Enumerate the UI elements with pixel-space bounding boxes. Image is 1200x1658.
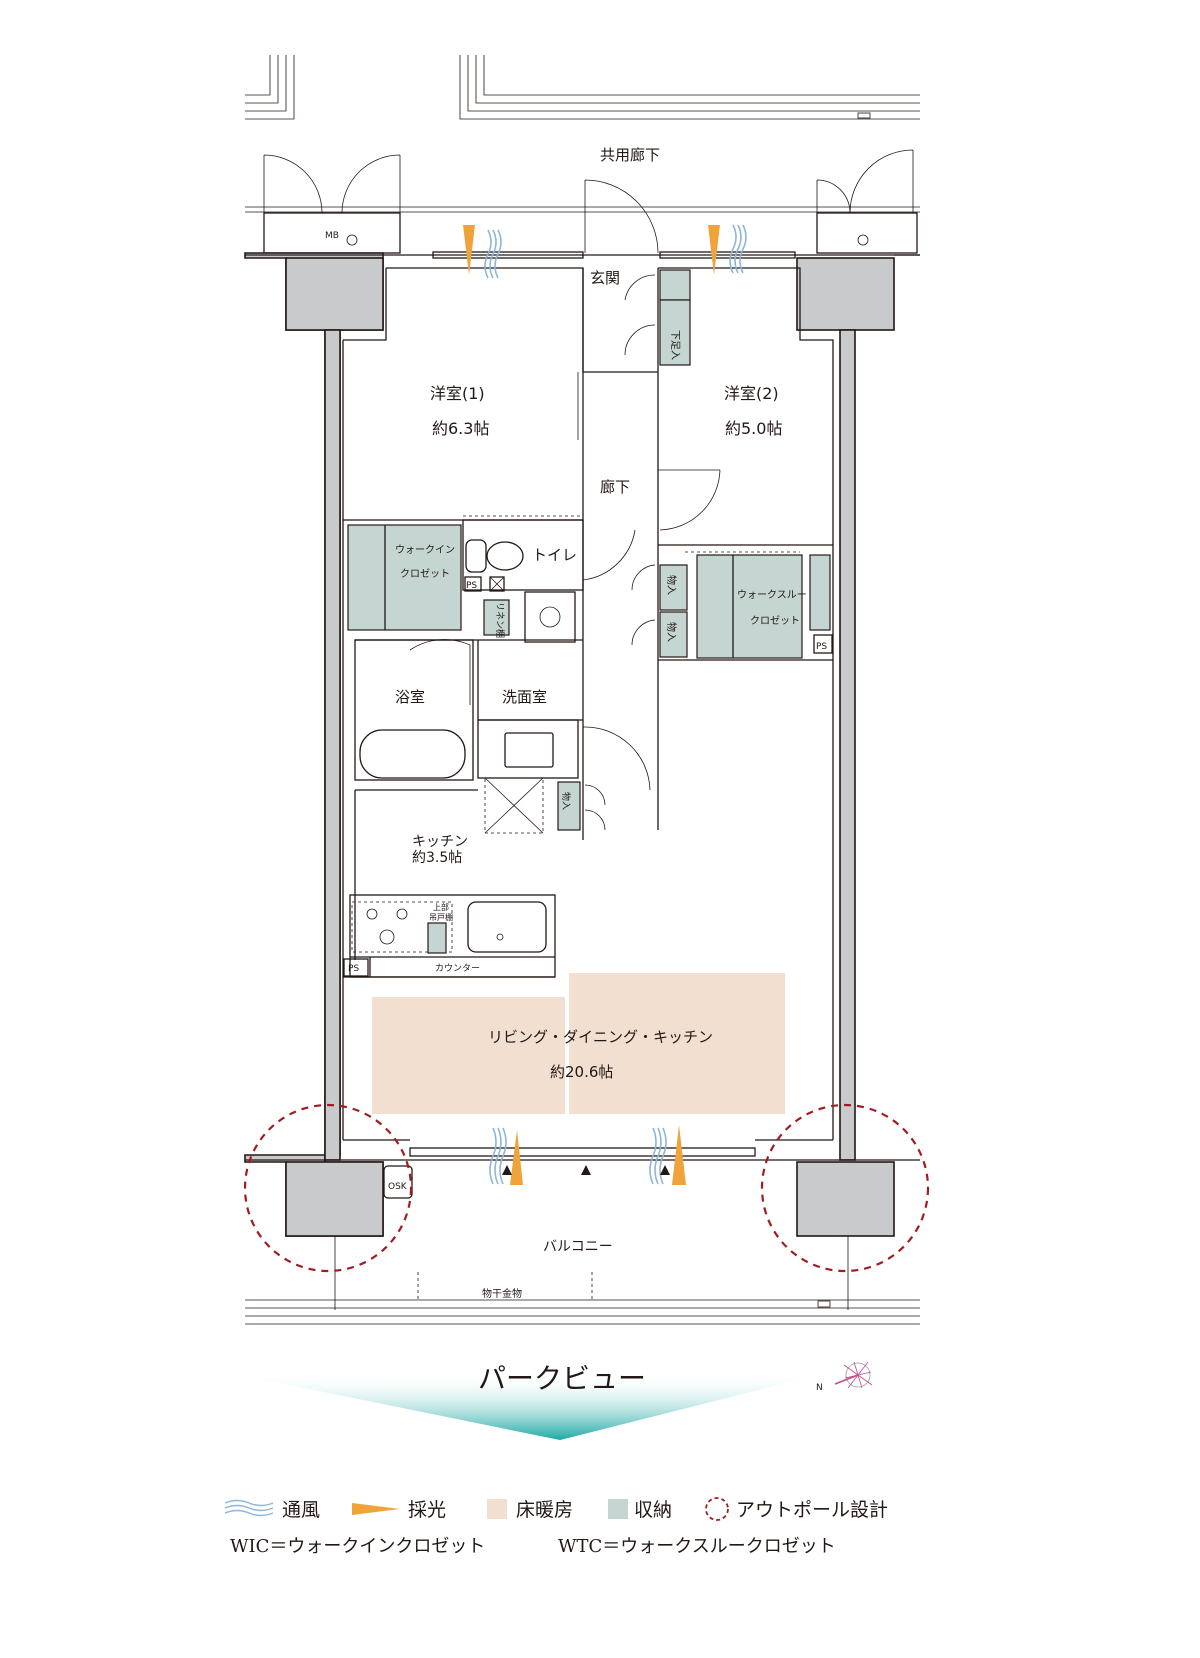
room2-name: 洋室(2) — [724, 384, 779, 403]
legend-floor-heating: 床暖房 — [516, 1499, 573, 1521]
interior-walls — [342, 267, 834, 1141]
storage-areas — [343, 269, 833, 977]
osk-label: OSK — [388, 1182, 408, 1192]
balcony-window — [409, 1147, 756, 1157]
top-windows — [432, 251, 796, 259]
ventilation-legend-icon — [224, 1499, 274, 1517]
balcony — [245, 1165, 920, 1325]
room1-name: 洋室(1) — [430, 384, 485, 403]
compass-north-label: N — [816, 1383, 823, 1393]
legend: 通風 採光 床暖房 収納 アウトポール設計 WIC＝ウォークインクロゼット WT… — [224, 1497, 888, 1557]
kitchen-name: キッチン — [412, 834, 468, 850]
entrance-label: 玄関 — [590, 269, 620, 287]
legend-abbrev-wic: WIC＝ウォークインクロゼット — [230, 1536, 485, 1557]
wtc-label-line1: ウォークスルー — [737, 589, 807, 601]
legend-outpole: アウトポール設計 — [736, 1499, 888, 1521]
ldk-name: リビング・ダイニング・キッチン — [488, 1028, 713, 1046]
mb-right — [816, 149, 918, 254]
ldk-size: 約20.6帖 — [550, 1063, 613, 1081]
floor-heating-areas — [372, 973, 785, 1114]
linen-label: リネン棚 — [494, 602, 506, 638]
wic-label-line2: クロゼット — [400, 568, 450, 580]
upper-cabinet-1: 上部 — [433, 902, 449, 912]
ps-label-toilet: PS — [466, 581, 477, 591]
bath-label: 浴室 — [395, 688, 425, 706]
daylight-marks — [463, 225, 720, 1185]
view-label: パークビュー — [478, 1362, 646, 1395]
toilet-label: トイレ — [532, 546, 577, 564]
legend-ventilation: 通風 — [282, 1499, 320, 1521]
outpole-circle-left — [243, 1103, 413, 1273]
ps-label-kitchen: PS — [348, 964, 359, 974]
ventilation-marks — [484, 224, 747, 1185]
counter-label: カウンター — [435, 963, 480, 974]
room2-size: 約5.0帖 — [725, 419, 782, 438]
top-structure — [245, 55, 920, 120]
washroom-label: 洗面室 — [502, 688, 547, 706]
compass-icon — [834, 1361, 873, 1389]
view-direction-band — [225, 1372, 830, 1440]
floor-heating-legend-icon — [487, 1499, 507, 1519]
mb-label: MB — [325, 231, 339, 241]
room1-size: 約6.3帖 — [432, 419, 489, 438]
ps-label-wtc: PS — [816, 642, 827, 652]
balcony-triangles — [502, 1165, 670, 1175]
legend-abbrev-wtc: WTC＝ウォークスルークロゼット — [558, 1536, 836, 1557]
storage-label-1: 物入 — [665, 575, 678, 595]
kitchen-size: 約3.5帖 — [412, 850, 462, 866]
room-labels: 共用廊下 玄関 下足入 洋室(1) 約6.3帖 洋室(2) 約5.0帖 廊下 ウ… — [325, 146, 827, 1300]
legend-storage: 収納 — [634, 1499, 672, 1521]
front-door — [584, 179, 659, 254]
legend-daylight: 採光 — [408, 1499, 446, 1521]
shoe-storage-label: 下足入 — [669, 330, 681, 360]
upper-cabinet-2: 吊戸棚 — [429, 912, 453, 922]
outpole-circle-right — [760, 1103, 930, 1273]
storage-legend-icon — [608, 1499, 628, 1519]
hallway-label: 廊下 — [600, 478, 630, 496]
walls — [244, 252, 920, 1237]
storage-label-2: 物入 — [665, 622, 678, 642]
storage-label-3: 物入 — [560, 792, 572, 810]
wtc-label-line2: クロゼット — [750, 615, 800, 627]
outpole-legend-icon — [705, 1497, 729, 1521]
corridor-label: 共用廊下 — [600, 146, 660, 164]
wic-label-line1: ウォークイン — [395, 544, 455, 556]
balcony-label: バルコニー — [543, 1239, 613, 1255]
daylight-legend-icon — [352, 1503, 400, 1515]
clothes-hanger-label: 物干金物 — [482, 1287, 522, 1300]
